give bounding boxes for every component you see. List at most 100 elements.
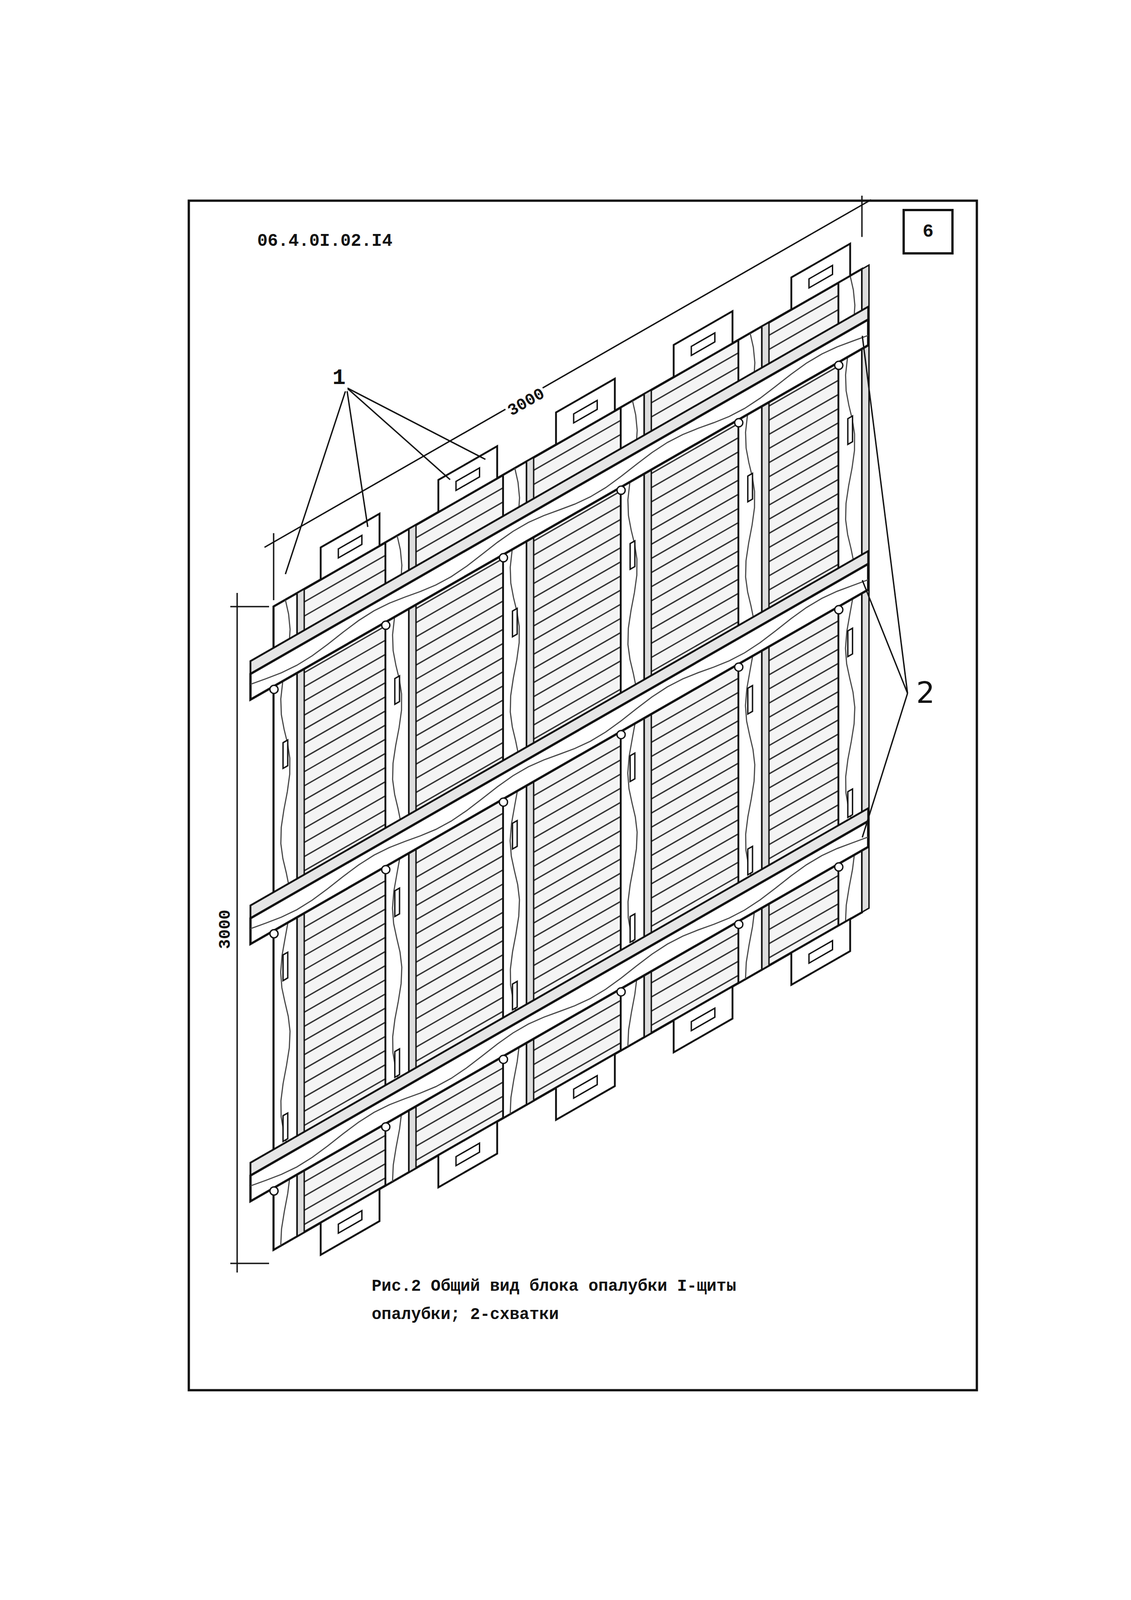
- rib-slot: [394, 675, 400, 705]
- rib-slot: [283, 1112, 288, 1142]
- board-line: [273, 621, 862, 960]
- figure-caption: Рис.2 Общий вид блока опалубки I-щиты оп…: [371, 1272, 783, 1329]
- board-line: [273, 423, 862, 761]
- board-line: [273, 748, 862, 1087]
- clamp-bolt: [734, 920, 743, 929]
- board-line: [273, 479, 862, 818]
- extension-line: [230, 606, 270, 608]
- clamp-bolt: [734, 418, 743, 427]
- rib-slot: [394, 887, 400, 917]
- rib-slot: [630, 752, 635, 782]
- leader-line: [346, 387, 486, 460]
- drawing-code: 06.4.0I.02.I4: [255, 230, 395, 252]
- clamp-bolt: [617, 987, 626, 997]
- bracket-slot: [691, 332, 716, 356]
- board-line: [273, 536, 862, 875]
- dimension-line: [264, 199, 872, 548]
- clamp-bolt: [734, 663, 743, 672]
- leader-line: [285, 387, 347, 575]
- bracket-slot: [338, 535, 363, 558]
- bracket-slot: [691, 1007, 716, 1031]
- dimension-text: 3000: [502, 382, 550, 422]
- rib-slot: [512, 608, 518, 637]
- bracket-slot: [456, 467, 480, 491]
- board-line: [273, 861, 862, 1200]
- rib-slot: [512, 820, 518, 849]
- board-line: [273, 904, 862, 1242]
- clamp-bolt: [834, 862, 843, 872]
- board-line: [273, 494, 862, 832]
- board-line: [273, 876, 862, 1214]
- rib-slot: [747, 846, 753, 875]
- bracket-slot: [809, 940, 833, 963]
- extension-line: [230, 1262, 270, 1265]
- rib-slot: [512, 981, 518, 1010]
- clamp-bolt: [499, 553, 508, 562]
- edge-bracket: [673, 986, 733, 1053]
- clamp-bolt: [834, 605, 843, 614]
- clamp-bolt: [269, 1186, 279, 1195]
- page-number-box: 6: [902, 208, 954, 255]
- clamp-bolt: [381, 621, 390, 630]
- rib-slot: [630, 540, 635, 570]
- leader-line: [862, 580, 908, 694]
- board-line: [273, 777, 862, 1115]
- dimension-text: 3000: [214, 907, 236, 951]
- clamp-bolt: [381, 865, 390, 874]
- bracket-slot: [573, 400, 598, 423]
- board-line: [273, 734, 862, 1073]
- rib-slot: [394, 1048, 400, 1078]
- clamp-bolt: [269, 929, 279, 938]
- edge-bracket: [791, 918, 851, 986]
- rib-slot: [847, 415, 853, 445]
- clamp-bolt: [834, 361, 843, 370]
- board-line: [273, 394, 862, 733]
- leader-line: [862, 693, 908, 838]
- edge-bracket: [791, 243, 851, 310]
- rib-slot: [283, 952, 288, 981]
- leader-line: [862, 335, 908, 694]
- edge-bracket: [438, 1121, 498, 1188]
- extension-line: [861, 195, 863, 238]
- rib-slot: [747, 473, 753, 502]
- board-line: [273, 409, 862, 747]
- dimension-line: [236, 592, 239, 1273]
- bracket-slot: [573, 1075, 598, 1098]
- clamp-bolt: [499, 1055, 508, 1064]
- page-frame: [188, 200, 977, 1391]
- page-number: 6: [922, 221, 934, 243]
- edge-bracket: [320, 513, 380, 580]
- edge-bracket: [555, 1053, 615, 1121]
- rib-slot: [847, 627, 853, 657]
- callout-number: 2: [914, 674, 937, 711]
- board-line: [273, 281, 862, 620]
- board-line: [273, 295, 862, 634]
- bracket-slot: [809, 265, 833, 288]
- edge-bracket: [320, 1188, 380, 1256]
- bracket-slot: [338, 1210, 363, 1233]
- wood-grain: [250, 836, 869, 1186]
- board-line: [273, 664, 862, 1002]
- extension-line: [273, 533, 275, 601]
- edge-bracket: [555, 378, 615, 445]
- waler-front: [250, 820, 869, 1201]
- waler-top: [250, 808, 869, 1176]
- clamp-bolt: [499, 798, 508, 807]
- rib-slot: [283, 739, 288, 768]
- board-line: [273, 635, 862, 974]
- edge-bracket: [438, 446, 498, 513]
- clamp-bolt: [617, 730, 626, 739]
- clamp-bolt: [269, 684, 279, 694]
- bracket-slot: [456, 1142, 480, 1166]
- rib-slot: [747, 685, 753, 714]
- board-line: [273, 366, 862, 705]
- board-line: [273, 762, 862, 1101]
- callout-number: 1: [330, 364, 348, 392]
- board-line: [273, 890, 862, 1228]
- board-line: [273, 508, 862, 846]
- formwork-panel: [250, 243, 869, 1255]
- leader-line: [346, 387, 368, 527]
